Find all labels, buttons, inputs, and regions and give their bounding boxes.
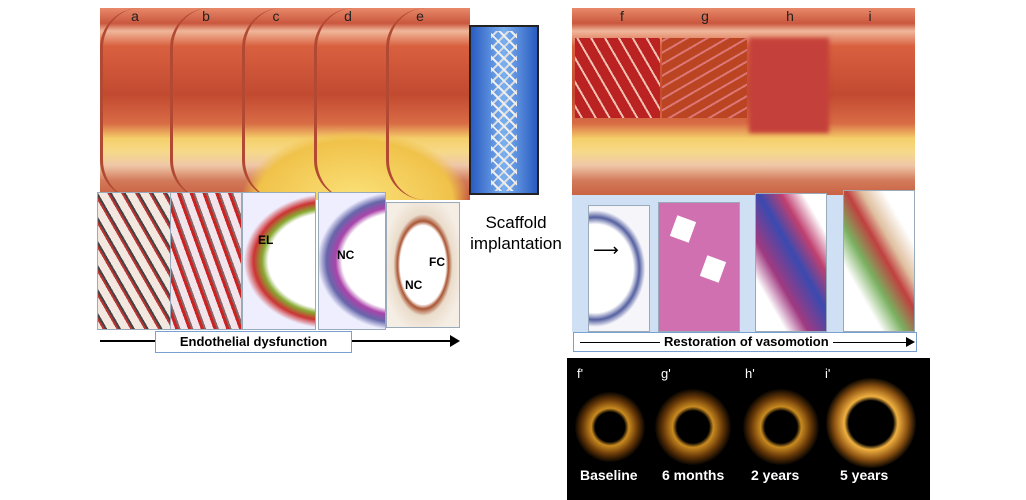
histology-f: ⟶ <box>588 205 650 332</box>
caption-6-months: 6 months <box>662 467 725 483</box>
caption-5-years: 5 years <box>840 467 889 483</box>
stage-label-e: e <box>416 8 424 24</box>
caption-2-years: 2 years <box>751 467 800 483</box>
histology-i <box>843 190 915 332</box>
segment-divider <box>386 8 473 200</box>
histology-b <box>170 192 242 330</box>
label-el: EL <box>258 233 274 247</box>
stage-label-c: c <box>272 8 280 24</box>
histology-e: NC FC <box>386 202 460 328</box>
stage-label-b: b <box>202 8 210 24</box>
arrow-head <box>906 337 915 347</box>
arrow-head <box>450 335 460 347</box>
scaffold-struts-h <box>749 38 829 133</box>
scaffold-struts-g <box>662 38 747 118</box>
segment-divider <box>100 8 173 200</box>
oct-image-baseline <box>575 392 645 462</box>
stage-label-g: g <box>701 8 709 24</box>
caption-baseline: Baseline <box>580 467 638 483</box>
oct-label-i: i' <box>825 366 831 381</box>
label-nc: NC <box>405 278 423 292</box>
histology-c: EL <box>242 192 316 330</box>
label-fc: FC <box>429 255 445 269</box>
oct-label-g: g' <box>661 366 671 381</box>
label-nc: NC <box>337 248 355 262</box>
segment-divider <box>242 8 317 200</box>
histology-a <box>97 192 171 330</box>
restoration-of-vasomotion-label: Restoration of vasomotion <box>660 334 833 350</box>
histology-d: NC <box>318 192 386 330</box>
segment-divider <box>314 8 389 200</box>
stage-label-d: d <box>344 8 352 24</box>
oct-label-h: h' <box>745 366 755 381</box>
oct-image-5-years <box>826 378 916 468</box>
arrow-pointer: ⟶ <box>593 240 619 260</box>
segment-divider <box>170 8 245 200</box>
oct-image-2-years <box>743 389 819 465</box>
scaffold-image <box>469 25 539 195</box>
endothelial-dysfunction-label: Endothelial dysfunction <box>155 331 352 353</box>
oct-label-f: f' <box>577 366 584 381</box>
stage-label-i: i <box>868 8 872 24</box>
stage-label-a: a <box>131 8 139 24</box>
stage-label-f: f <box>620 8 624 24</box>
scaffold-struts-f <box>575 38 660 118</box>
stage-label-h: h <box>786 8 794 24</box>
histology-h <box>755 193 827 332</box>
histology-g <box>658 202 740 332</box>
oct-image-6-months <box>655 389 731 465</box>
